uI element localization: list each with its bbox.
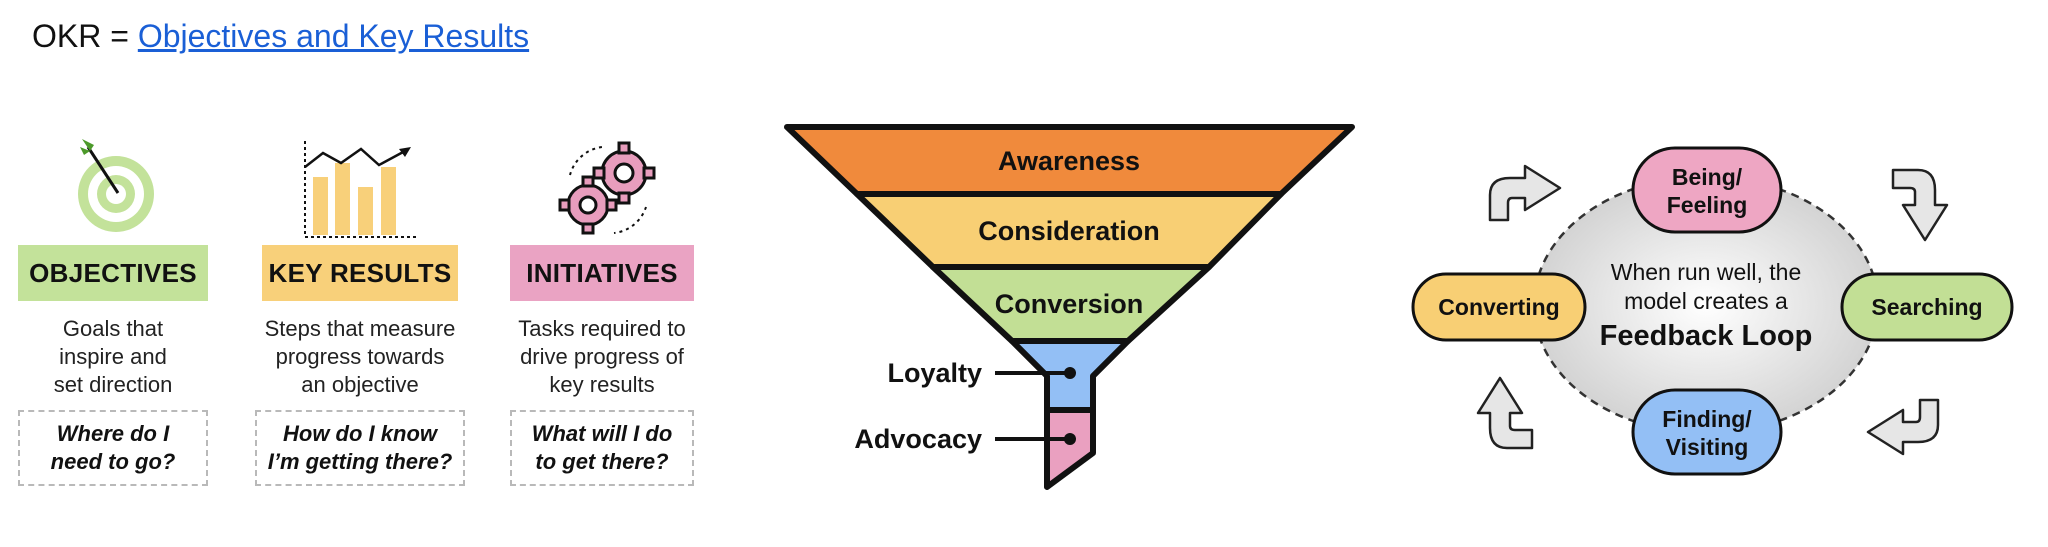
loop-node-converting <box>1411 272 1587 342</box>
title-prefix: OKR = <box>32 18 138 54</box>
funnel-label: Loyalty <box>887 358 982 388</box>
okr-link[interactable]: Objectives and Key Results <box>137 18 530 54</box>
okr-label: KEY RESULTS <box>262 245 458 301</box>
target-arrow-icon <box>78 139 154 232</box>
okr-description: Goals that inspire and set direction <box>53 316 173 397</box>
okr-question: How do I know I’m getting there? <box>255 410 465 486</box>
funnel-stage-conversion <box>930 264 1212 344</box>
okr-description: Tasks required to drive progress of key … <box>518 316 686 397</box>
svg-text:Searching: Searching <box>1871 294 1982 320</box>
funnel-label: Conversion <box>995 289 1144 319</box>
curved-arrow-icon <box>1866 398 1940 456</box>
okr-question: What will I do to get there? <box>510 410 694 486</box>
funnel-stage-advocacy <box>1044 407 1096 490</box>
svg-text:Converting: Converting <box>1438 294 1559 320</box>
loop-node-finding-visiting <box>1631 388 1783 476</box>
funnel-stage-awareness <box>784 124 1355 197</box>
svg-text:Finding/: Finding/ <box>1662 406 1752 432</box>
curved-arrow-icon <box>1891 168 1949 242</box>
page-title: OKR = Objectives and Key Results <box>32 18 529 55</box>
okr-question: Where do I need to go? <box>18 410 208 486</box>
funnel-label: Awareness <box>998 146 1140 176</box>
loop-center-circle <box>1532 175 1880 435</box>
loop-node-being-feeling <box>1631 146 1783 234</box>
svg-text:Feeling: Feeling <box>1667 192 1748 218</box>
bar-chart-icon <box>304 141 417 238</box>
funnel-label: Advocacy <box>854 424 982 454</box>
funnel-label: Consideration <box>978 216 1160 246</box>
loop-node-searching <box>1840 272 2014 342</box>
curved-arrow-icon <box>1488 164 1562 222</box>
gears-icon <box>558 141 656 235</box>
svg-text:Being/: Being/ <box>1672 164 1743 190</box>
loop-center-text: When run well, the <box>1611 259 1801 285</box>
okr-label: OBJECTIVES <box>18 245 208 301</box>
curved-arrow-icon <box>1476 376 1534 450</box>
funnel-stage-loyalty <box>1009 338 1131 413</box>
okr-description: Steps that measure progress towards an o… <box>264 316 456 397</box>
loop-center-emphasis: Feedback Loop <box>1600 320 1813 352</box>
funnel-stage-consideration <box>854 191 1284 270</box>
okr-label: INITIATIVES <box>510 245 694 301</box>
loop-center-text: model creates a <box>1624 288 1788 314</box>
svg-text:Visiting: Visiting <box>1666 434 1749 460</box>
